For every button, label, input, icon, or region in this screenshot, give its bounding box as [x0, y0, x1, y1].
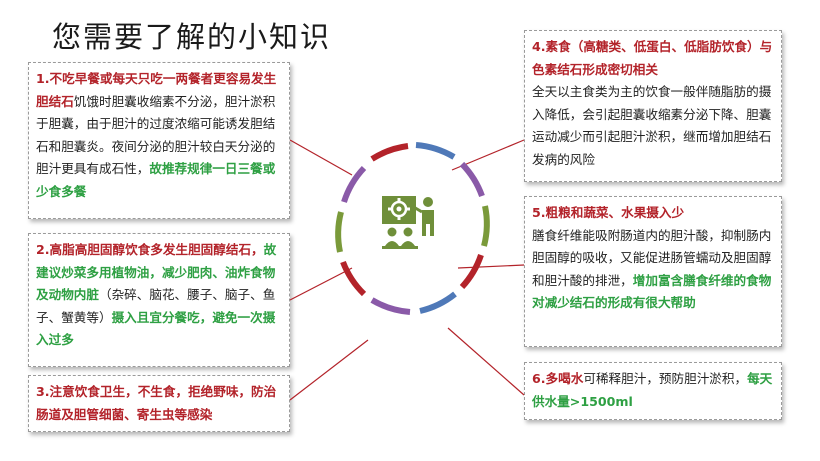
connector-line-6: [447, 327, 525, 396]
tip-card-2: 2.高脂高胆固醇饮食多发生胆固醇结石，故建议炒菜多用植物油，减少肥肉、油炸食物及…: [28, 233, 290, 367]
tip-6-advice: 每天供水量>1500ml: [532, 371, 773, 409]
tip-card-3: 3.注意饮食卫生，不生食，拒绝野味，防治肠道及胆管细菌、寄生虫等感染: [28, 375, 290, 432]
ring-segment-green-right: [481, 205, 490, 247]
tip-1-body: 饥饿时胆囊收缩素不分泌，胆汁淤积于胆囊，由于胆汁的过度浓缩可能诱发胆结石和胆囊炎…: [36, 93, 276, 177]
connector-line-1: [289, 139, 353, 176]
ring-segment-olive-left: [335, 211, 344, 253]
tip-2-advice-2: 摄入且宜分餐吃，避免一次摄入过多: [36, 309, 276, 348]
ring-segment-red-top: [370, 143, 409, 162]
tip-card-5: 5.粗粮和蔬菜、水果摄入少 膳食纤维能吸附肠道内的胆汁酸，抑制肠内胆固醇的吸收，…: [524, 196, 782, 347]
connector-line-3: [289, 339, 369, 401]
ring-segment-red-bottomleft: [340, 260, 367, 297]
tip-1-heading: 1.不吃早餐或每天只吃一两餐者更容易发生胆结石: [36, 71, 277, 109]
tip-card-6: 6.多喝水可稀释胆汁，预防胆汁淤积，每天供水量>1500ml: [524, 362, 782, 420]
tip-4-heading: 4.素食（高糖类、低蛋白、低脂肪饮食）与色素结石形成密切相关: [532, 39, 773, 77]
ring-segment-purple-topright: [459, 161, 485, 198]
presentation-icon: [382, 196, 434, 249]
tip-card-1: 1.不吃早餐或每天只吃一两餐者更容易发生胆结石饥饿时胆囊收缩素不分泌，胆汁淤积于…: [28, 62, 290, 219]
ring-segment-purple-left: [341, 165, 367, 203]
tip-1-advice: 故推荐规律一日三餐或少食多餐: [36, 161, 276, 199]
ring-segment-red-right: [459, 253, 484, 290]
tip-2-advice: 故建议炒菜多用植物油，减少肥肉、油炸食物及动物内脏: [36, 242, 277, 302]
ring-segment-purple-bottom: [370, 297, 411, 315]
ring-segment-blue-top: [415, 142, 456, 160]
tip-5-heading: 5.粗粮和蔬菜、水果摄入少: [532, 205, 685, 220]
tip-6-body: 可稀释胆汁，预防胆汁淤积，: [583, 371, 748, 386]
tip-4-body: 全天以主食类为主的饮食一般伴随脂肪的摄入降低，会引起胆囊收缩素分泌下降、胆囊运动…: [532, 84, 772, 167]
connector-line-2: [289, 267, 353, 301]
connector-line-5: [457, 264, 525, 269]
page-title: 您需要了解的小知识: [52, 20, 332, 54]
tip-5-body: 膳食纤维能吸附肠道内的胆汁酸，抑制肠内胆固醇的吸收，又能促进肠管蠕动及胆固醇和胆…: [532, 227, 772, 288]
tip-card-4: 4.素食（高糖类、低蛋白、低脂肪饮食）与色素结石形成密切相关 全天以主食类为主的…: [524, 30, 782, 182]
tip-2-examples: （杂碎、脑花、腰子、脑子、鱼子、蟹黄等）: [36, 287, 276, 325]
tip-2-heading: 2.高脂高胆固醇饮食多发生胆固醇结石，: [36, 242, 264, 257]
tip-3-heading: 3.注意饮食卫生，不生食，拒绝野味，防治肠道及胆管细菌、寄生虫等感染: [36, 384, 277, 422]
ring-segment-blue-bottomright: [419, 291, 457, 314]
tip-6-heading: 6.多喝水: [532, 371, 584, 386]
tip-5-advice: 增加富含膳食纤维的食物对减少结石的形成有很大帮助: [532, 272, 772, 311]
